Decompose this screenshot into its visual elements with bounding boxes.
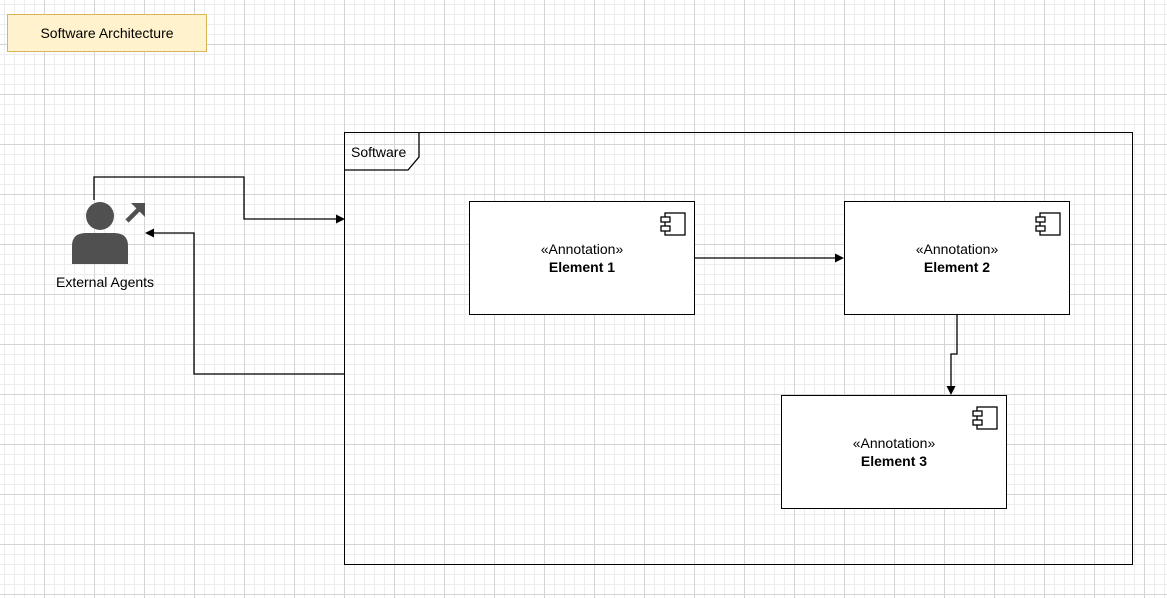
component-icon: [660, 212, 686, 236]
actor-label: External Agents: [56, 274, 155, 290]
software-frame[interactable]: [344, 132, 1133, 565]
component-stereotype: «Annotation»: [540, 241, 624, 257]
title-note[interactable]: Software Architecture: [7, 14, 207, 52]
component-icon: [972, 406, 998, 430]
component-name: Element 2: [923, 259, 991, 275]
component-name: Element 1: [548, 259, 616, 275]
component-element-2[interactable]: «Annotation» Element 2: [844, 201, 1070, 315]
component-stereotype: «Annotation»: [852, 435, 936, 451]
component-element-3[interactable]: «Annotation» Element 3: [781, 395, 1007, 509]
frame-label: Software: [351, 144, 407, 160]
component-stereotype: «Annotation»: [915, 241, 999, 257]
title-note-label: Software Architecture: [40, 25, 174, 41]
component-element-1[interactable]: «Annotation» Element 1: [469, 201, 695, 315]
component-icon: [1035, 212, 1061, 236]
component-name: Element 3: [860, 453, 928, 469]
